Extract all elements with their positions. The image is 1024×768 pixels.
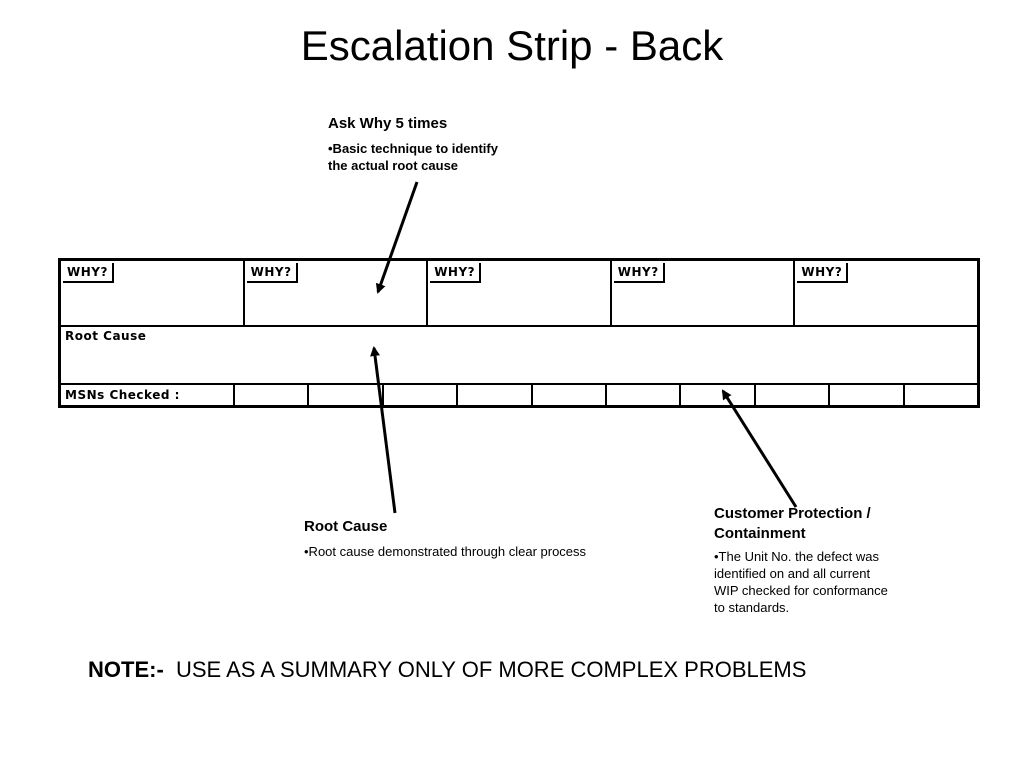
why-label: WHY?	[63, 263, 114, 283]
msn-row: MSNs Checked :	[61, 385, 977, 405]
ask-why-body-line1: •Basic technique to identify	[328, 141, 498, 156]
note-text: USE AS A SUMMARY ONLY OF MORE COMPLEX PR…	[163, 657, 807, 682]
msn-box	[681, 385, 756, 405]
root-cause-heading: Root Cause	[304, 518, 388, 535]
msn-box	[458, 385, 533, 405]
slide-title: Escalation Strip - Back	[300, 22, 724, 69]
why-label: WHY?	[430, 263, 482, 283]
containment-body-line2: identified on and all current	[714, 566, 871, 581]
root-cause-arrow	[370, 346, 397, 514]
why-label: WHY?	[246, 263, 298, 283]
msn-checked-label: MSNs Checked :	[61, 385, 235, 405]
containment-heading-line1: Customer Protection /	[714, 505, 871, 522]
root-cause-body: •Root cause demonstrated through clear p…	[304, 544, 587, 559]
msn-box	[607, 385, 682, 405]
msn-box	[309, 385, 384, 405]
note: NOTE:- USE AS A SUMMARY ONLY OF MORE COM…	[88, 657, 806, 683]
escalation-strip: WHY? WHY? WHY? WHY? WHY? Root Cause MSNs…	[58, 258, 980, 408]
containment-arrow	[721, 389, 798, 508]
msn-box	[235, 385, 310, 405]
root-cause-label: Root Cause	[65, 329, 147, 343]
root-cause-row: Root Cause	[61, 327, 977, 385]
why-cell-1: WHY?	[61, 261, 245, 325]
why-cell-2: WHY?	[245, 261, 429, 325]
why-label: WHY?	[613, 263, 665, 283]
msn-box	[384, 385, 459, 405]
why-cell-4: WHY?	[612, 261, 796, 325]
containment-heading: Customer Protection / Containment	[714, 504, 934, 544]
containment-body-line3: WIP checked for conformance	[714, 583, 888, 598]
why-label: WHY?	[797, 263, 849, 283]
msn-box	[756, 385, 831, 405]
why-row: WHY? WHY? WHY? WHY? WHY?	[61, 261, 977, 327]
why-cell-5: WHY?	[795, 261, 977, 325]
why-cell-3: WHY?	[428, 261, 612, 325]
containment-callout: Customer Protection / Containment •The U…	[714, 504, 934, 616]
note-label: NOTE:-	[88, 657, 164, 682]
containment-heading-line2: Containment	[714, 525, 806, 542]
msn-box	[533, 385, 608, 405]
msn-box	[830, 385, 905, 405]
containment-body-line4: to standards.	[714, 600, 790, 615]
ask-why-callout: Ask Why 5 times •Basic technique to iden…	[328, 114, 528, 174]
ask-why-heading: Ask Why 5 times	[328, 115, 448, 132]
root-cause-callout: Root Cause •Root cause demonstrated thro…	[304, 517, 634, 560]
ask-why-arrow	[375, 181, 419, 294]
containment-body-line1: •The Unit No. the defect was	[714, 549, 879, 564]
ask-why-body-line2: the actual root cause	[328, 158, 459, 173]
